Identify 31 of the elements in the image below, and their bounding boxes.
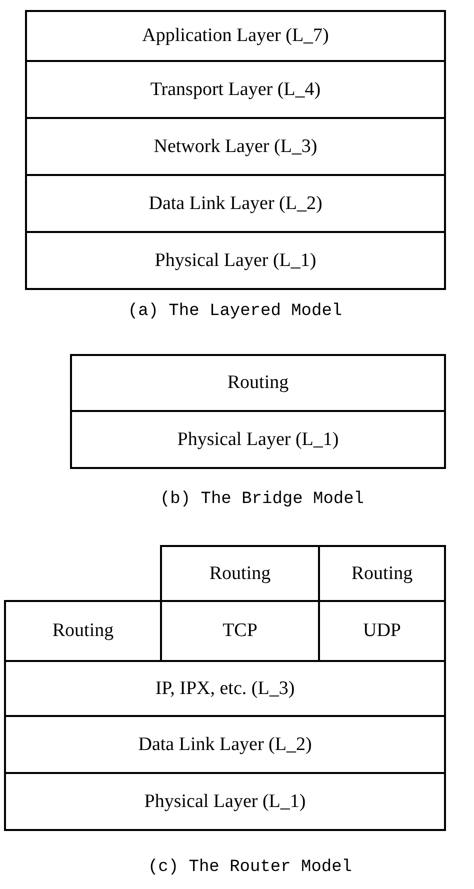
layer-label: IP, IPX, etc. (L_3)	[155, 678, 295, 700]
layer-box	[70, 410, 446, 469]
layer-box	[70, 354, 446, 412]
layer-box	[25, 10, 446, 62]
figure-caption: (b) The Bridge Model	[160, 490, 364, 509]
layer-label: Routing	[209, 562, 271, 584]
layer-label: Data Link Layer (L_2)	[148, 192, 322, 214]
layer-box	[160, 545, 320, 602]
layer-label: Physical Layer (L_1)	[177, 428, 339, 450]
layer-label: Routing	[227, 372, 289, 394]
layer-label: Physical Layer (L_1)	[154, 250, 316, 272]
layer-box	[25, 231, 446, 290]
layer-label: Network Layer (L_3)	[154, 136, 318, 158]
layer-box	[25, 174, 446, 233]
layer-box	[25, 60, 446, 119]
layer-label: Physical Layer (L_1)	[144, 790, 306, 812]
layer-label: UDP	[362, 620, 401, 642]
layer-box	[4, 660, 446, 717]
layer-label: TCP	[222, 620, 258, 642]
figure-caption: (a) The Layered Model	[128, 302, 342, 321]
layer-box	[25, 117, 446, 176]
layer-label: Transport Layer (L_4)	[150, 78, 321, 100]
layer-label: Data Link Layer (L_2)	[138, 734, 312, 756]
layer-label: Routing	[52, 620, 114, 642]
layer-label: Routing	[351, 562, 413, 584]
figure-caption: (c) The Router Model	[148, 858, 352, 877]
layer-box	[4, 772, 446, 831]
layer-box	[4, 600, 162, 662]
layer-box	[318, 545, 446, 602]
layer-label: Application Layer (L_7)	[142, 25, 329, 47]
layer-box	[4, 715, 446, 774]
